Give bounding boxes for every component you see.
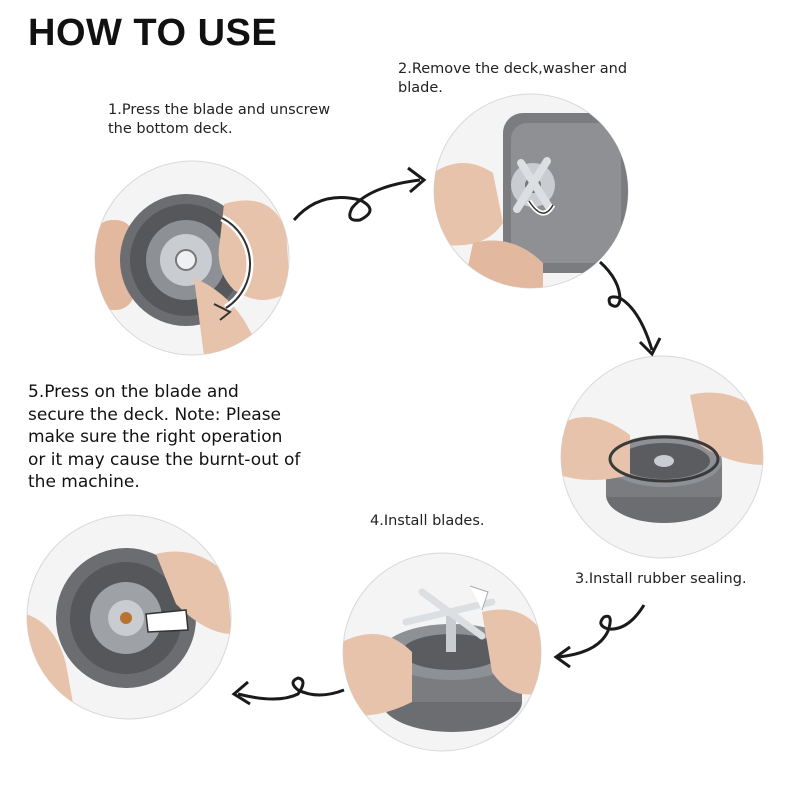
arrow-step1-to-step2 [292,166,427,222]
arrow-step3-to-step4 [553,604,646,669]
step-2-caption: 2.Remove the deck,washer and blade. [398,61,628,96]
page-title: HOW TO USE [28,12,278,54]
step-1-photo [94,160,290,356]
step-5-photo [26,514,232,720]
step-4-photo [342,552,542,752]
step-2-photo [433,93,629,289]
arrow-step2-to-step3 [598,260,662,357]
step-3-photo [560,355,764,559]
step-3-caption: 3.Install rubber sealing. [575,571,747,587]
step-4-caption: 4.Install blades. [370,513,485,529]
arrow-step4-to-step5 [231,676,345,706]
step-1-caption: 1.Press the blade and unscrew the bottom… [108,102,331,137]
step-5-caption: 5.Press on the blade and secure the deck… [28,382,301,492]
